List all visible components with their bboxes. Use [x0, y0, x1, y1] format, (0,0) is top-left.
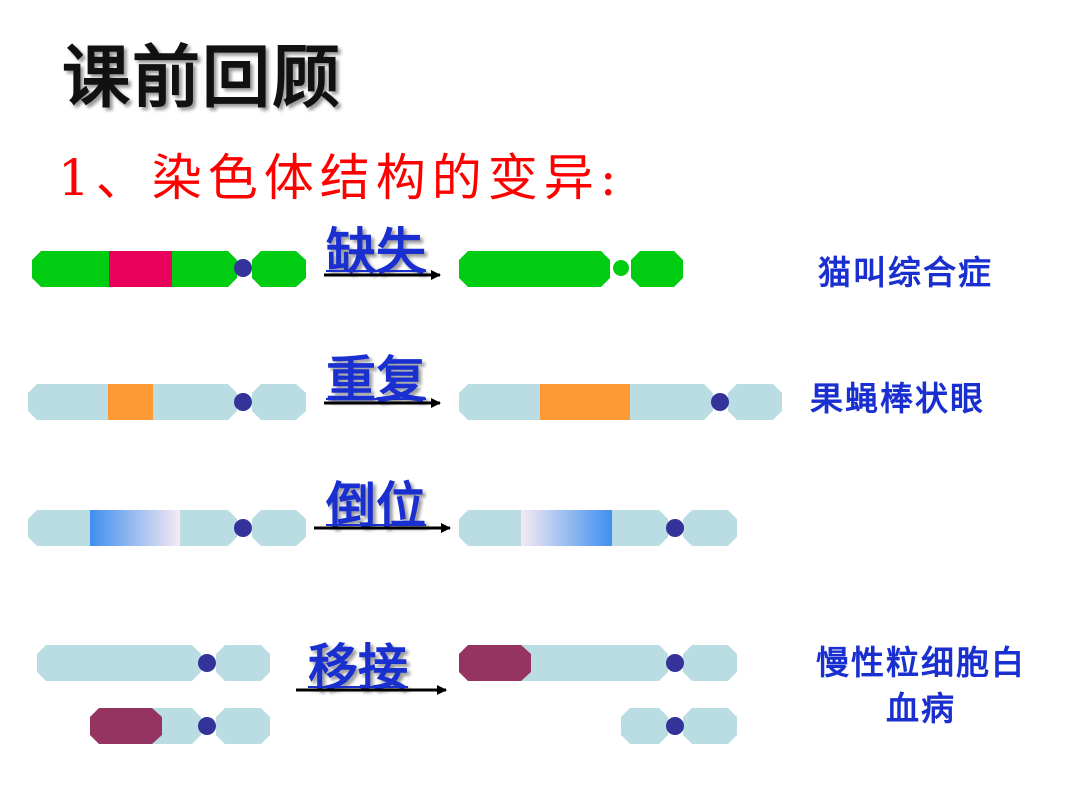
centromere: [666, 717, 684, 735]
duplication-disease: 果蝇棒状眼: [810, 379, 985, 418]
chromosome-short-arm: [683, 645, 737, 681]
section-heading: 1、染色体结构的变异:: [58, 149, 623, 207]
translocation-disease-line2: 血病: [886, 689, 956, 728]
chromosome-short-arm: [252, 384, 306, 420]
inverted-segment: [90, 510, 180, 546]
chromosome-short-arm: [216, 708, 270, 744]
deletion-label: 缺失: [326, 222, 426, 281]
chromosome-long-arm: [459, 251, 610, 287]
deletion-disease: 猫叫综合症: [818, 253, 993, 292]
deleted-segment: [109, 251, 172, 287]
translocated-segment: [90, 708, 162, 744]
duplication-original-chromosome: [28, 384, 306, 420]
inverted-segment: [521, 510, 612, 546]
chromosome-short-arm: [252, 510, 306, 546]
duplication-result-chromosome: [459, 384, 782, 420]
translocated-segment: [459, 645, 531, 681]
centromere: [198, 717, 216, 735]
inversion-original-chromosome: [28, 510, 306, 546]
chromosome-short-arm: [683, 510, 737, 546]
centromere: [234, 519, 252, 537]
translocation-disease-line1: 慢性粒细胞白: [816, 643, 1026, 682]
centromere: [666, 519, 684, 537]
inversion-label: 倒位: [326, 476, 426, 535]
duplicated-segment: [540, 384, 630, 420]
centromere: [234, 393, 252, 411]
duplication-label: 重复: [326, 350, 426, 409]
chromosome-short-arm: [216, 645, 270, 681]
chromosome-short-arm: [631, 251, 683, 287]
duplicated-segment: [108, 384, 153, 420]
translocation-disease: 慢性粒细胞白 血病: [794, 640, 1048, 732]
translocation-original-chromosome-2: [90, 708, 270, 744]
centromere: [234, 259, 252, 277]
chromosome-short-arm: [252, 251, 306, 287]
chromosome-long-arm: [37, 645, 201, 681]
translocation-original-chromosome-1: [37, 645, 270, 681]
centromere: [198, 654, 216, 672]
chromosome-long-arm: [621, 708, 668, 744]
chromosome-short-arm: [683, 708, 737, 744]
centromere: [613, 260, 629, 276]
page-title: 课前回顾: [62, 39, 343, 118]
centromere: [666, 654, 684, 672]
deletion-result-chromosome: [459, 251, 683, 287]
chromosome-short-arm: [728, 384, 782, 420]
centromere: [711, 393, 729, 411]
deletion-original-chromosome: [32, 251, 306, 287]
translocation-label: 移接: [308, 638, 408, 697]
translocation-result-chromosome-1: [459, 645, 737, 681]
inversion-result-chromosome: [459, 510, 737, 546]
translocation-result-chromosome-2: [621, 708, 737, 744]
